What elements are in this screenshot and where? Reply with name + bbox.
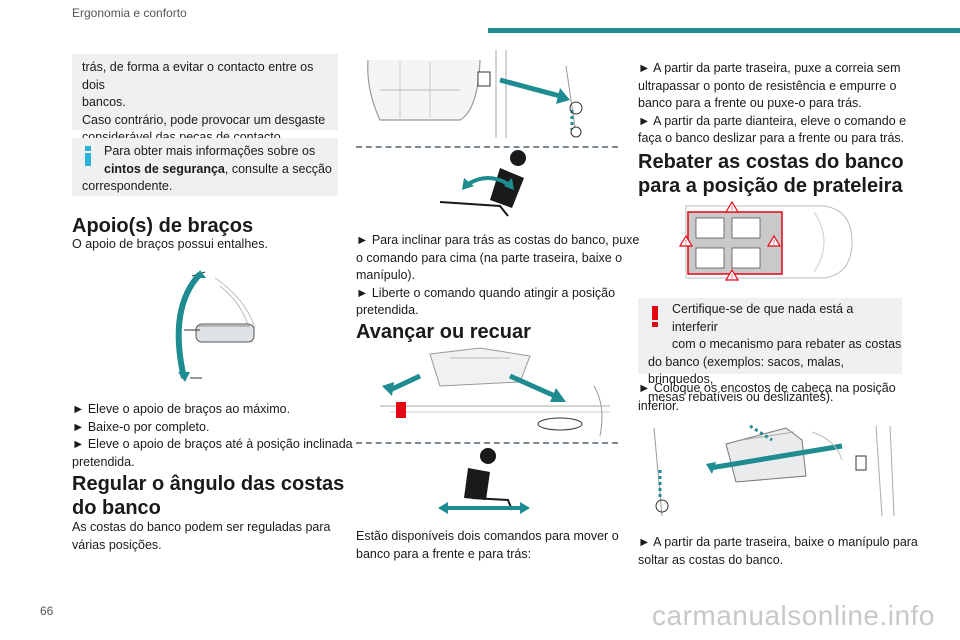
step-line: ultrapassar o ponto de resistência e emp…: [638, 78, 897, 93]
text-line: várias posições.: [72, 537, 162, 552]
step-line: ► A partir da parte dianteira, eleve o c…: [638, 113, 907, 128]
divider-dashed: [356, 442, 618, 444]
lower-step: ► A partir da parte traseira, baixe o ma…: [638, 534, 918, 569]
watermark: carmanualsonline.info: [652, 600, 935, 631]
step-line: ► Coloque os encostos de cabeça na posiç…: [638, 381, 896, 395]
warning-line: Certifique-se de que nada está a interfe…: [672, 302, 854, 334]
step-line: soltar as costas do banco.: [638, 552, 784, 567]
svg-text:!: !: [731, 206, 733, 213]
fold-seat-illustration: [653, 424, 895, 517]
text-line: Estão disponíveis dois comandos para mov…: [356, 529, 619, 543]
vehicle-seat-plan-illustration: !!!!: [678, 200, 853, 281]
headrest-step: ► Coloque os encostos de cabeça na posiç…: [638, 380, 896, 415]
warning-line: do banco (exemplos: sacos, malas, brinqu…: [648, 354, 844, 387]
warning-line: mesas rebatíveis ou deslizantes).: [648, 389, 834, 404]
info-line-2: cintos de segurança, consulte a secção: [82, 161, 338, 179]
page-number: 66: [40, 604, 54, 618]
text-line: banco para a frente e para trás:: [356, 546, 532, 561]
info-post: , consulte a secção: [224, 161, 332, 176]
svg-text:!: !: [731, 274, 733, 281]
recline-pictogram: [439, 150, 526, 217]
step-line: ► Eleve o apoio de braços ao máximo.: [72, 402, 291, 416]
slide-heading: Avançar ou recuar: [356, 321, 531, 343]
step-line: pretendida.: [356, 303, 419, 317]
armrest-heading: Apoio(s) de braços: [72, 215, 254, 237]
shelf-heading-line: Rebater as costas do banco: [638, 151, 904, 173]
box-line: bancos.: [82, 95, 126, 109]
slide-seat-illustration: [380, 347, 610, 437]
warning-box: Certifique-se de que nada está a interfe…: [638, 298, 902, 404]
recline-steps: ► Para inclinar para trás as costas do b…: [356, 232, 639, 320]
text-line: As costas do banco podem ser reguladas p…: [72, 520, 331, 534]
angle-heading-line: do banco: [72, 497, 161, 519]
info-icon: [85, 146, 91, 166]
shelf-heading-line: para a posição de prateleira: [638, 175, 903, 197]
header-title: Ergonomia e conforto: [72, 6, 187, 20]
armrest-steps: ► Eleve o apoio de braços ao máximo. ► B…: [72, 401, 353, 471]
info-box: Para obter mais informações sobre os cin…: [72, 138, 338, 196]
step-line: ► Para inclinar para trás as costas do b…: [356, 233, 640, 247]
angle-text: As costas do banco podem ser reguladas p…: [72, 519, 331, 554]
step-line: ► A partir da parte traseira, baixe o ma…: [638, 535, 918, 549]
info-line-1: Para obter mais informações sobre os: [104, 144, 316, 158]
svg-text:!: !: [773, 240, 775, 247]
step-line: ► A partir da parte traseira, puxe a cor…: [638, 61, 901, 75]
divider-dashed: [356, 146, 618, 148]
shelf-heading: Rebater as costas do banco para a posiçã…: [638, 150, 904, 198]
slide-steps: ► A partir da parte traseira, puxe a cor…: [638, 60, 906, 148]
armrest-intro: O apoio de braços possui entalhes.: [72, 237, 268, 251]
slide-pictogram: [438, 448, 530, 514]
step-line: pretendida.: [72, 454, 135, 469]
info-bold-link: cintos de segurança: [104, 161, 225, 176]
box-line: trás, de forma a evitar o contacto entre…: [82, 60, 314, 92]
header-accent-bar: [488, 28, 960, 33]
slide-text: Estão disponíveis dois comandos para mov…: [356, 528, 619, 563]
step-line: o comando para cima (na parte traseira, …: [356, 250, 623, 265]
step-line: ► Eleve o apoio de braços até à posição …: [72, 437, 353, 451]
svg-text:!: !: [685, 240, 687, 247]
recline-seat-illustration: [367, 50, 583, 138]
step-line: ► Liberte o comando quando atingir a pos…: [356, 285, 616, 300]
step-line: ► Baixe-o por completo.: [72, 419, 210, 434]
step-line: inferior.: [638, 398, 679, 413]
angle-heading-line: Regular o ângulo das costas: [72, 473, 345, 495]
step-line: faça o banco deslizar para a frente ou p…: [638, 131, 905, 145]
step-line: manípulo).: [356, 268, 416, 282]
info-line-3: correspondente.: [82, 179, 173, 193]
armrest-illustration: [175, 270, 256, 382]
box-line: Caso contrário, pode provocar um desgast…: [82, 112, 326, 127]
warning-line: com o mecanismo para rebater as costas: [672, 337, 902, 351]
step-line: banco para a frente ou puxe-o para trás.: [638, 96, 862, 110]
continuation-box: trás, de forma a evitar o contacto entre…: [72, 54, 338, 144]
warning-icon: [652, 306, 658, 327]
angle-heading: Regular o ângulo das costas do banco: [72, 472, 344, 520]
